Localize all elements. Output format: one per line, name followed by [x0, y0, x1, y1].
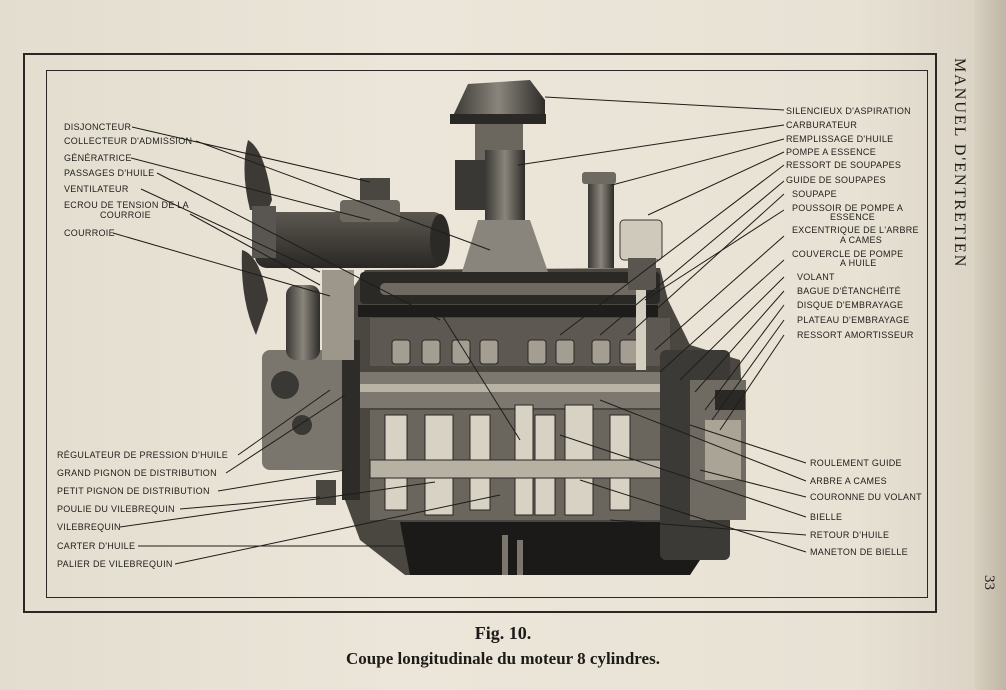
label-couronne-volant: COURONNE DU VOLANT: [810, 492, 922, 502]
label-regulateur: RÉGULATEUR DE PRESSION D'HUILE: [57, 450, 229, 460]
label-remplissage: REMPLISSAGE D'HUILE: [786, 134, 894, 144]
label-couvercle-2: A HUILE: [840, 258, 877, 268]
side-running-title: MANUEL D'ENTRETIEN: [951, 58, 968, 269]
label-ecrou-tension-1: ECROU DE TENSION DE LA: [64, 200, 189, 210]
front-pump: [286, 270, 354, 360]
figure-frame-inner: [46, 70, 928, 598]
label-carter-huile: CARTER D'HUILE: [57, 541, 136, 551]
valve-springs: [391, 339, 639, 365]
label-petit-pignon: PETIT PIGNON DE DISTRIBUTION: [57, 486, 210, 496]
label-soupape: SOUPAPE: [792, 189, 837, 199]
label-excentrique-1: EXCENTRIQUE DE L'ARBRE: [792, 225, 919, 235]
label-volant: VOLANT: [797, 272, 835, 282]
label-poussoir-1: POUSSOIR DE POMPE A: [792, 203, 904, 213]
label-ressort-amortisseur: RESSORT AMORTISSEUR: [797, 330, 914, 340]
label-couvercle-1: COUVERCLE DE POMPE: [792, 249, 904, 259]
fuel-pump: [619, 219, 663, 370]
figure-frame-outer: [23, 53, 937, 613]
label-plateau-embrayage: PLATEAU D'EMBRAYAGE: [797, 315, 910, 325]
label-palier-vilebrequin: PALIER DE VILEBREQUIN: [57, 559, 173, 569]
timing-housing: [262, 340, 360, 505]
label-pompe-essence: POMPE A ESSENCE: [786, 147, 877, 157]
page-number: 33: [981, 575, 997, 590]
figure-number: Fig. 10.: [474, 623, 532, 643]
label-roulement-guide: ROULEMENT GUIDE: [810, 458, 902, 468]
label-ecrou-tension-2: COURROIE: [100, 210, 151, 220]
label-passages-huile: PASSAGES D'HUILE: [64, 168, 155, 178]
crankshaft-throws: [369, 404, 691, 516]
label-vilebrequin: VILEBREQUIN: [57, 522, 121, 532]
air-cleaner-carburetor: [450, 80, 548, 272]
label-carburateur: CARBURATEUR: [786, 120, 858, 130]
label-courroie: COURROIE: [64, 228, 115, 238]
label-ventilateur: VENTILATEUR: [64, 184, 129, 194]
label-retour-huile: RETOUR D'HUILE: [810, 530, 890, 540]
label-silencieux: SILENCIEUX D'ASPIRATION: [786, 106, 911, 116]
oil-filler: [582, 172, 616, 268]
flywheel-clutch: [660, 350, 746, 560]
label-guide-soupapes: GUIDE DE SOUPAPES: [786, 175, 886, 185]
page-spine: [975, 0, 1006, 690]
label-grand-pignon: GRAND PIGNON DE DISTRIBUTION: [57, 468, 217, 478]
label-poulie-vilebrequin: POULIE DU VILEBREQUIN: [57, 504, 175, 514]
label-bielle: BIELLE: [810, 512, 843, 522]
label-collecteur-admission: COLLECTEUR D'ADMISSION: [64, 136, 193, 146]
label-arbre-cames: ARBRE A CAMES: [810, 476, 887, 486]
generator: [255, 178, 450, 268]
label-disjoncteur: DISJONCTEUR: [64, 122, 132, 132]
label-disque-embrayage: DISQUE D'EMBRAYAGE: [797, 300, 904, 310]
label-poussoir-2: ESSENCE: [830, 212, 876, 222]
label-ressort-soupapes: RESSORT DE SOUPAPES: [786, 160, 902, 170]
label-maneton-bielle: MANETON DE BIELLE: [810, 547, 908, 557]
figure-caption: Coupe longitudinale du moteur 8 cylindre…: [346, 649, 660, 668]
label-generatrice: GÉNÉRATRICE: [64, 153, 132, 163]
label-excentrique-2: A CAMES: [840, 235, 883, 245]
label-bague-etancheite: BAGUE D'ÉTANCHÉITÉ: [797, 286, 901, 296]
leader-lines: [112, 96, 807, 565]
